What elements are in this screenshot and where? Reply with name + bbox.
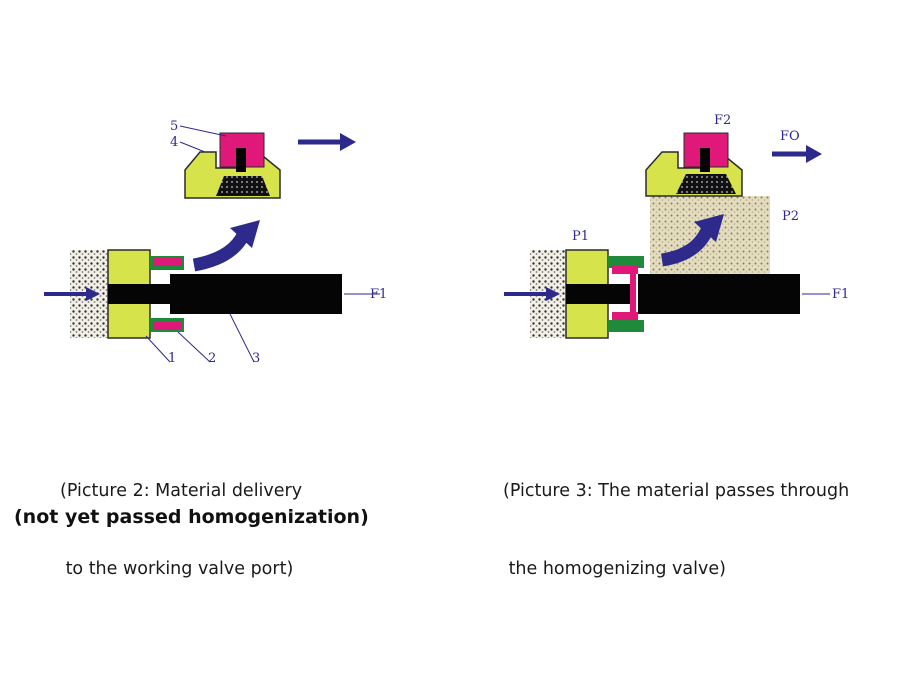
force-arrow-icon	[504, 287, 560, 301]
label-p1: P1	[572, 229, 589, 244]
label-fo: FO	[780, 129, 800, 144]
picture-2-caption-line-2: to the working valve port)	[60, 559, 294, 579]
homogenization-note: (not yet passed homogenization)	[14, 506, 369, 528]
labels: F2 FO P1 P2 F1	[572, 113, 849, 302]
label-3: 3	[252, 351, 260, 366]
picture-3-diagram: F2 FO P1 P2 F1	[490, 100, 890, 380]
picture-2-caption-line-1: (Picture 2: Material delivery	[60, 481, 303, 501]
upper-valve-assembly	[645, 132, 743, 197]
curved-flow-arrow-icon	[660, 214, 724, 267]
labels: 5 4 1 2 3 F1	[145, 119, 387, 366]
seal-top	[608, 256, 644, 268]
label-2: 2	[208, 351, 216, 366]
seat-bottom	[612, 312, 638, 320]
label-f1: F1	[832, 287, 849, 302]
seal-bottom	[608, 320, 644, 332]
seat-magenta-bottom	[153, 322, 181, 330]
valve-gap-material	[216, 176, 270, 196]
plunger	[638, 274, 800, 314]
seat-top	[612, 266, 638, 274]
valve-gap-material	[676, 174, 736, 194]
picture-2-diagram: 5 4 1 2 3 F1	[30, 100, 410, 380]
seat-vertical	[630, 274, 636, 312]
curved-flow-arrow-icon	[192, 220, 260, 272]
lower-pump-assembly	[530, 249, 800, 339]
label-p2: P2	[782, 209, 799, 224]
picture-3-caption-line-2: the homogenizing valve)	[503, 559, 726, 579]
label-4: 4	[170, 135, 178, 150]
picture-3-caption-line-1: (Picture 3: The material passes through	[503, 481, 850, 501]
seat-magenta-top	[153, 258, 181, 266]
valve-stem	[700, 148, 710, 172]
flow-arrow-icon	[298, 133, 356, 151]
flow-arrow-icon	[772, 145, 822, 163]
lower-pump-assembly	[70, 249, 342, 339]
upper-valve-assembly	[184, 132, 281, 199]
label-f2: F2	[714, 113, 731, 128]
picture-2-caption: (Picture 2: Material delivery to the wor…	[60, 426, 302, 608]
label-5: 5	[170, 119, 178, 134]
label-f1: F1	[370, 287, 387, 302]
picture-3-svg: F2 FO P1 P2 F1	[504, 113, 849, 339]
force-arrow-icon	[44, 287, 100, 301]
plunger-3	[170, 274, 342, 314]
channel	[566, 284, 630, 304]
channel	[108, 284, 170, 304]
valve-stem	[236, 148, 246, 172]
picture-3-caption: (Picture 3: The material passes through …	[503, 426, 849, 608]
picture-2-svg: 5 4 1 2 3 F1	[44, 119, 387, 366]
label-1: 1	[168, 351, 176, 366]
